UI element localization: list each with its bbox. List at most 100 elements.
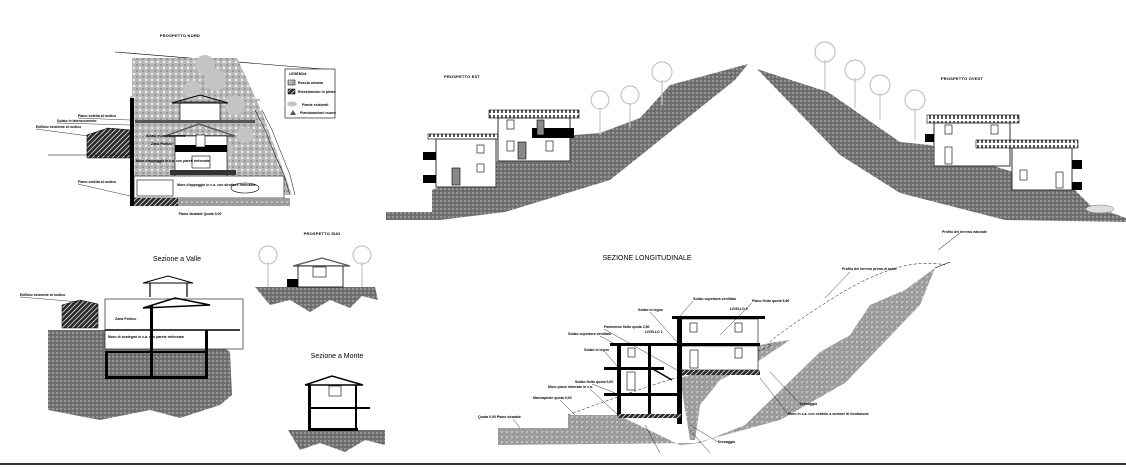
floor-slab [610, 343, 760, 346]
upper-volume [179, 101, 221, 123]
wall [648, 346, 651, 416]
callout-label: LIVELLO 1 [645, 330, 663, 334]
window [476, 163, 485, 173]
window [191, 155, 211, 169]
terrain-profile-line [567, 262, 946, 416]
window [506, 140, 515, 152]
prospetto-ovest: PROSPETTO OVEST [757, 41, 1126, 222]
window [545, 140, 554, 152]
wall [677, 316, 682, 424]
side-balcony [423, 152, 436, 160]
callout-leader [19, 296, 81, 303]
callout-label: Profilo del terreno prima di scavi [842, 267, 896, 271]
door [536, 119, 545, 136]
car-symbol [230, 182, 260, 194]
sezione-valle-title: Sezione a Valle [153, 256, 201, 263]
roof-slab [142, 297, 211, 309]
balcony-railing [975, 139, 1079, 149]
callout-label: Pavimento finito quota 2,80 [604, 325, 650, 329]
car-symbol [1085, 204, 1115, 214]
legend-item-label: Rivestimento in pietra [298, 90, 337, 94]
roof-eave [135, 120, 255, 123]
callout-label: Piano soletta al rustico [78, 180, 116, 184]
window [476, 144, 485, 154]
room-label: Zona Portico [115, 317, 136, 321]
garage-door [136, 179, 174, 197]
floor-slab [604, 367, 664, 370]
tree-symbols [258, 245, 372, 287]
side-element [287, 279, 298, 287]
balcony-band [532, 128, 574, 138]
legend-item-label: Roccia urbana [298, 81, 324, 85]
window [627, 347, 636, 358]
sezione-monte: Sezione a Monte [288, 353, 385, 452]
roof-railing [488, 109, 580, 119]
window [195, 134, 206, 148]
wall [130, 98, 134, 206]
window [944, 124, 953, 135]
callouts: Solaio copertura ventilato Piano finito … [478, 297, 869, 454]
callout-leader [937, 232, 961, 251]
side-balcony [1072, 160, 1082, 169]
staircase [650, 367, 673, 381]
terrain-section [498, 268, 935, 445]
terrain [255, 287, 378, 312]
backfill [680, 340, 790, 440]
door [1055, 171, 1064, 189]
ground-hatch [178, 198, 290, 206]
legend-item-label: Piantumazioni nuove [300, 111, 336, 115]
callout-label: Edificio esistente al rustico [20, 293, 65, 297]
foundation [308, 428, 358, 431]
sezione-longitudinale-title: SEZIONE LONGITUDINALE [602, 255, 691, 262]
prospetto-ovest-title: PROSPETTO OVEST [941, 76, 984, 81]
callout-label: Quota 0,00 Piano stradale [478, 415, 521, 419]
prospetto-sud-title: PROSPETTO SUD [304, 231, 341, 236]
wall [205, 330, 208, 378]
door [517, 141, 527, 160]
window [689, 322, 698, 333]
roof [142, 275, 194, 284]
window [734, 347, 743, 359]
callout-label: Muro in c.a. con cordolo a sezione di fo… [788, 412, 869, 416]
terrain [288, 430, 385, 452]
existing-building [61, 299, 99, 329]
wall [150, 305, 153, 378]
callout-label: Solaio copertura ventilato [693, 297, 736, 301]
side-balcony [1072, 182, 1082, 190]
callout-label: LIVELLO 2 [730, 307, 748, 311]
side-balcony [423, 175, 436, 183]
legend: LEGENDA Roccia urbana Rivestimento in pi… [284, 68, 337, 119]
room-label: Muro di sostegno in c.a. con parete rinf… [108, 335, 184, 339]
callout-label: Solaio copertura ventilato [568, 332, 611, 336]
callout-label: Drenaggio [718, 440, 735, 444]
window [312, 266, 327, 278]
foundation-hatch [134, 198, 178, 206]
legend-item-label: Piante esistenti [302, 103, 328, 107]
hatch-dark-swatch-icon [287, 88, 296, 95]
callout-label: Edificio esistente al rustico [36, 125, 81, 129]
floor-slab [604, 393, 678, 396]
callout-label: Solaio in legno [584, 348, 609, 352]
roof [171, 94, 229, 104]
door [689, 349, 699, 369]
window [734, 322, 743, 333]
callout-label: Muro piano interrato in c.a. [548, 385, 593, 389]
callout-label: Solaio finito quota 0,00 [575, 380, 613, 384]
house-facade [435, 138, 497, 188]
prospetto-nord: PROSPETTO NORD [35, 33, 337, 216]
prospetto-est-title: PROSPETTO EST [444, 74, 480, 79]
wall [617, 346, 621, 416]
door [626, 371, 636, 391]
foundation [105, 376, 208, 379]
sezione-valle: Sezione a Valle Edificio esistente al ru… [19, 256, 244, 420]
callout-label: Piano finito quota 5,60 [752, 299, 789, 303]
sheet-border-line [0, 463, 1126, 465]
balcony-band [175, 145, 227, 152]
existing-building [86, 127, 131, 159]
prospetto-est: PROSPETTO EST [386, 61, 748, 220]
tree-symbols [183, 55, 253, 158]
window [328, 385, 342, 397]
room-label: Muro d'appoggio in c.a. con pareti rinfo… [136, 159, 210, 163]
callout-label: Solaio in legno [638, 308, 663, 312]
